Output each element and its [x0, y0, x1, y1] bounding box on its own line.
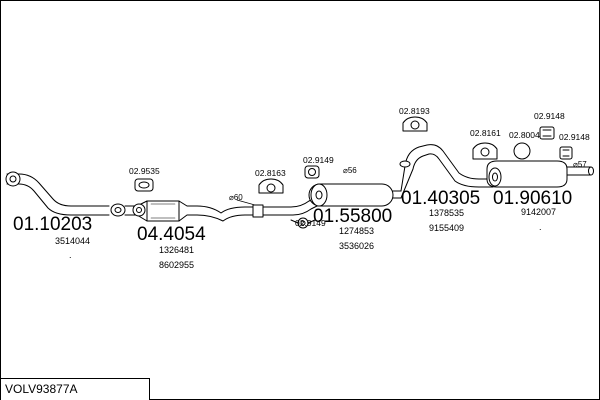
pipe-sleeve-60-drawing	[236, 199, 264, 218]
fitting-label-02-8161: 02.8161	[470, 128, 501, 138]
part-ref-catalytic-converter-1: 1326481	[159, 245, 195, 255]
fitting-label-02-9148-right: 02.9148	[559, 132, 590, 142]
gasket-02-9149-lower-drawing	[290, 217, 316, 229]
rear-silencer-drawing	[486, 160, 594, 188]
fitting-label-02-9148-upper: 02.9148	[534, 111, 565, 121]
part-ref-middle-silencer-1: 1274853	[339, 226, 375, 236]
part-ref-catalytic-converter-2: 8602955	[159, 260, 195, 270]
clamp-02-9535-drawing	[134, 178, 154, 192]
part-ref-middle-silencer-2: 3536026	[339, 241, 375, 251]
part-ref-rear-silencer-1: 9142007	[521, 207, 557, 217]
fitting-label-02-8004: 02.8004	[509, 130, 540, 140]
part-number-middle-silencer: 01.55800	[313, 206, 393, 227]
part-number-catalytic-converter: 04.4054	[137, 224, 206, 245]
part-number-front-pipe: 01.10203	[13, 214, 93, 235]
clamp-02-9148-upper-drawing	[539, 126, 555, 140]
clamp-02-9148-right-drawing	[559, 146, 573, 160]
part-note-rear-silencer: .	[539, 222, 542, 232]
middle-silencer-drawing	[262, 183, 402, 216]
front-pipe-drawing	[5, 171, 126, 217]
hanger-02-8161-drawing	[472, 142, 498, 160]
ring-02-8004-drawing	[513, 142, 531, 160]
fitting-label-02-8163: 02.8163	[255, 168, 286, 178]
diameter-label-57: ⌀57	[573, 160, 587, 169]
diagram-code: VOLV93877A	[5, 382, 78, 396]
part-number-rear-pipe: 01.40305	[401, 188, 481, 209]
footer-code-box: VOLV93877A	[1, 378, 150, 400]
part-ref-rear-pipe-1: 1378535	[429, 208, 465, 218]
diameter-label-56: ⌀56	[343, 166, 357, 175]
part-note-front-pipe: .	[69, 250, 72, 260]
fitting-label-02-9149-upper: 02.9149	[303, 155, 334, 165]
diameter-label-60: ⌀60	[229, 193, 243, 202]
fitting-label-02-9535: 02.9535	[129, 166, 160, 176]
fitting-label-02-9149-lower: 02.9149	[295, 218, 326, 228]
hanger-02-8163-drawing	[258, 178, 284, 194]
rear-pipe-drawing	[399, 144, 494, 199]
fitting-label-02-8193: 02.8193	[399, 106, 430, 116]
part-ref-front-pipe-1: 3514044	[55, 236, 91, 246]
part-number-rear-silencer: 01.90610	[493, 188, 573, 209]
part-ref-rear-pipe-2: 9155409	[429, 223, 465, 233]
gasket-02-9149-upper-drawing	[304, 165, 320, 179]
hanger-02-8193-drawing	[402, 116, 428, 132]
catalytic-converter-drawing	[124, 200, 254, 222]
